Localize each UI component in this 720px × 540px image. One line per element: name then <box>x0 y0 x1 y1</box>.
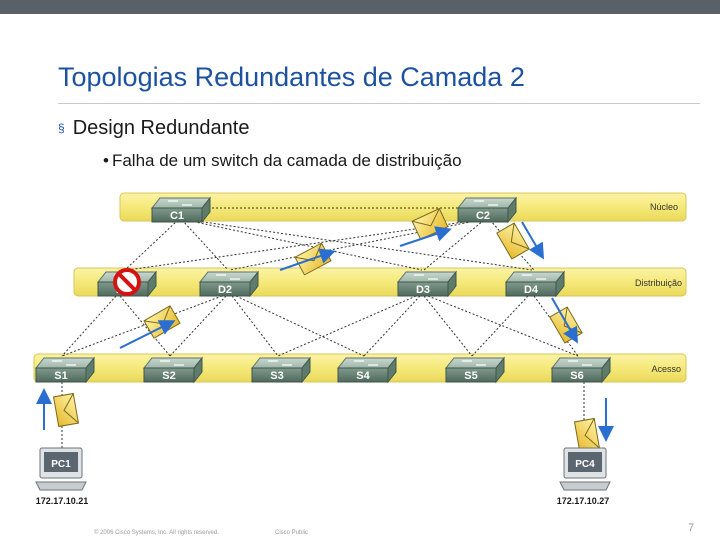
switch-d4-icon: D4 <box>504 270 566 298</box>
frame-envelope-icon <box>549 306 583 344</box>
layer-band-distribution: Distribuição <box>73 267 687 297</box>
switch-s4-icon: S4 <box>336 356 398 384</box>
layer-label-distribution: Distribuição <box>635 278 682 288</box>
switch-label-d2: D2 <box>218 284 232 296</box>
footer-copyright: © 2006 Cisco Systems, Inc. All rights re… <box>94 530 219 536</box>
switch-s1-icon: S1 <box>34 356 96 384</box>
subbullet-text: Falha de um switch da camada de distribu… <box>111 151 462 170</box>
slide-title: Topologias Redundantes de Camada 2 <box>58 62 525 92</box>
switch-s6-icon: S6 <box>550 356 612 384</box>
switch-label-s6: S6 <box>570 370 583 382</box>
bullet-text: Design Redundante <box>72 117 250 139</box>
switch-d3-icon: D3 <box>396 270 458 298</box>
switch-s2-icon: S2 <box>142 356 204 384</box>
frame-envelope-icon <box>52 392 80 428</box>
switches: C1C2D1D2D3D4S1S2S3S4S5S6 <box>34 196 612 384</box>
pc-label-pc1: PC1 <box>51 459 71 470</box>
switch-d2-icon: D2 <box>198 270 260 298</box>
switch-label-s4: S4 <box>356 370 370 382</box>
switch-label-d4: D4 <box>524 284 539 296</box>
switch-c1-icon: C1 <box>150 196 212 224</box>
pc-pc1-icon: PC1 <box>35 447 87 491</box>
title-rule <box>58 103 700 104</box>
top-bar <box>0 0 720 14</box>
subbullet-failure: •Falha de um switch da camada de distrib… <box>103 151 462 171</box>
subbullet-mark: • <box>103 151 109 170</box>
direction-arrows <box>36 221 614 442</box>
failure-icon <box>113 268 141 296</box>
bullet-mark: § <box>58 121 65 135</box>
switch-label-c2: C2 <box>476 210 490 222</box>
switch-label-s3: S3 <box>270 370 283 382</box>
layer-label-access: Acesso <box>651 364 681 374</box>
ip-label-pc1: 172.17.10.21 <box>36 496 89 506</box>
layer-band-core: Núcleo <box>119 192 687 222</box>
pc-label-pc4: PC4 <box>575 459 595 470</box>
footer-classification: Cisco Public <box>275 530 309 536</box>
switch-label-s1: S1 <box>54 370 67 382</box>
pc-pc4-icon: PC4 <box>559 447 611 491</box>
switch-label-d3: D3 <box>416 284 430 296</box>
switch-label-s2: S2 <box>162 370 175 382</box>
switch-c2-icon: C2 <box>456 196 518 224</box>
ip-label-pc4: 172.17.10.27 <box>557 496 610 506</box>
frame-envelope-icon <box>573 417 601 453</box>
bullet-design: § Design Redundante <box>58 117 249 140</box>
layer-label-core: Núcleo <box>650 202 678 212</box>
switch-s3-icon: S3 <box>250 356 312 384</box>
switch-label-c1: C1 <box>170 210 184 222</box>
switch-label-s5: S5 <box>464 370 477 382</box>
switch-s5-icon: S5 <box>444 356 506 384</box>
page-number: 7 <box>688 522 695 534</box>
frame-envelope-icon <box>496 222 530 260</box>
